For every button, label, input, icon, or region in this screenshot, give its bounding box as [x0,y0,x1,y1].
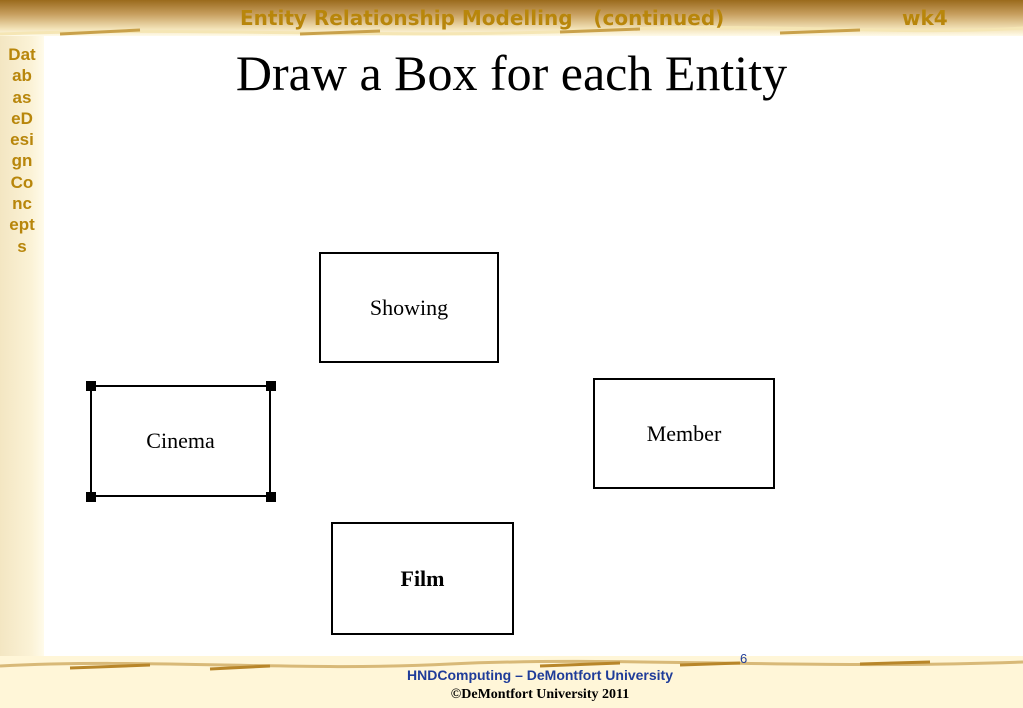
entity-label-cinema: Cinema [146,428,215,453]
entity-box-showing[interactable]: Showing [319,252,499,363]
entity-label-showing: Showing [369,294,449,320]
selection-handle-bottom-left[interactable] [86,492,96,502]
entity-box-film[interactable]: Film [331,522,514,635]
selection-handle-top-left[interactable] [86,381,96,391]
header-title: Entity Relationship Modelling (continued… [240,6,725,30]
selection-handle-bottom-right[interactable] [266,492,276,502]
entity-box-cinema[interactable]: Cinema [90,385,271,497]
footer-line-copyright: ©DeMontfort University 2011 [450,687,630,702]
entity-label-film: Film [400,565,445,591]
selection-handle-top-right[interactable] [266,381,276,391]
slide-heading: Draw a Box for each Entity [235,45,788,101]
entity-label-member: Member [646,420,722,446]
content-area [44,36,1023,656]
side-title: DatabaseDesignConcepts [8,45,36,256]
footer-line-institution: HNDComputing – DeMontfort University [407,667,673,683]
footer-swoosh-decoration [0,659,1023,671]
week-label: wk4 [902,6,948,30]
side-band [0,36,44,656]
page-number: 6 [740,651,748,666]
header-swoosh-decoration [0,25,1023,36]
entity-box-member[interactable]: Member [593,378,775,489]
